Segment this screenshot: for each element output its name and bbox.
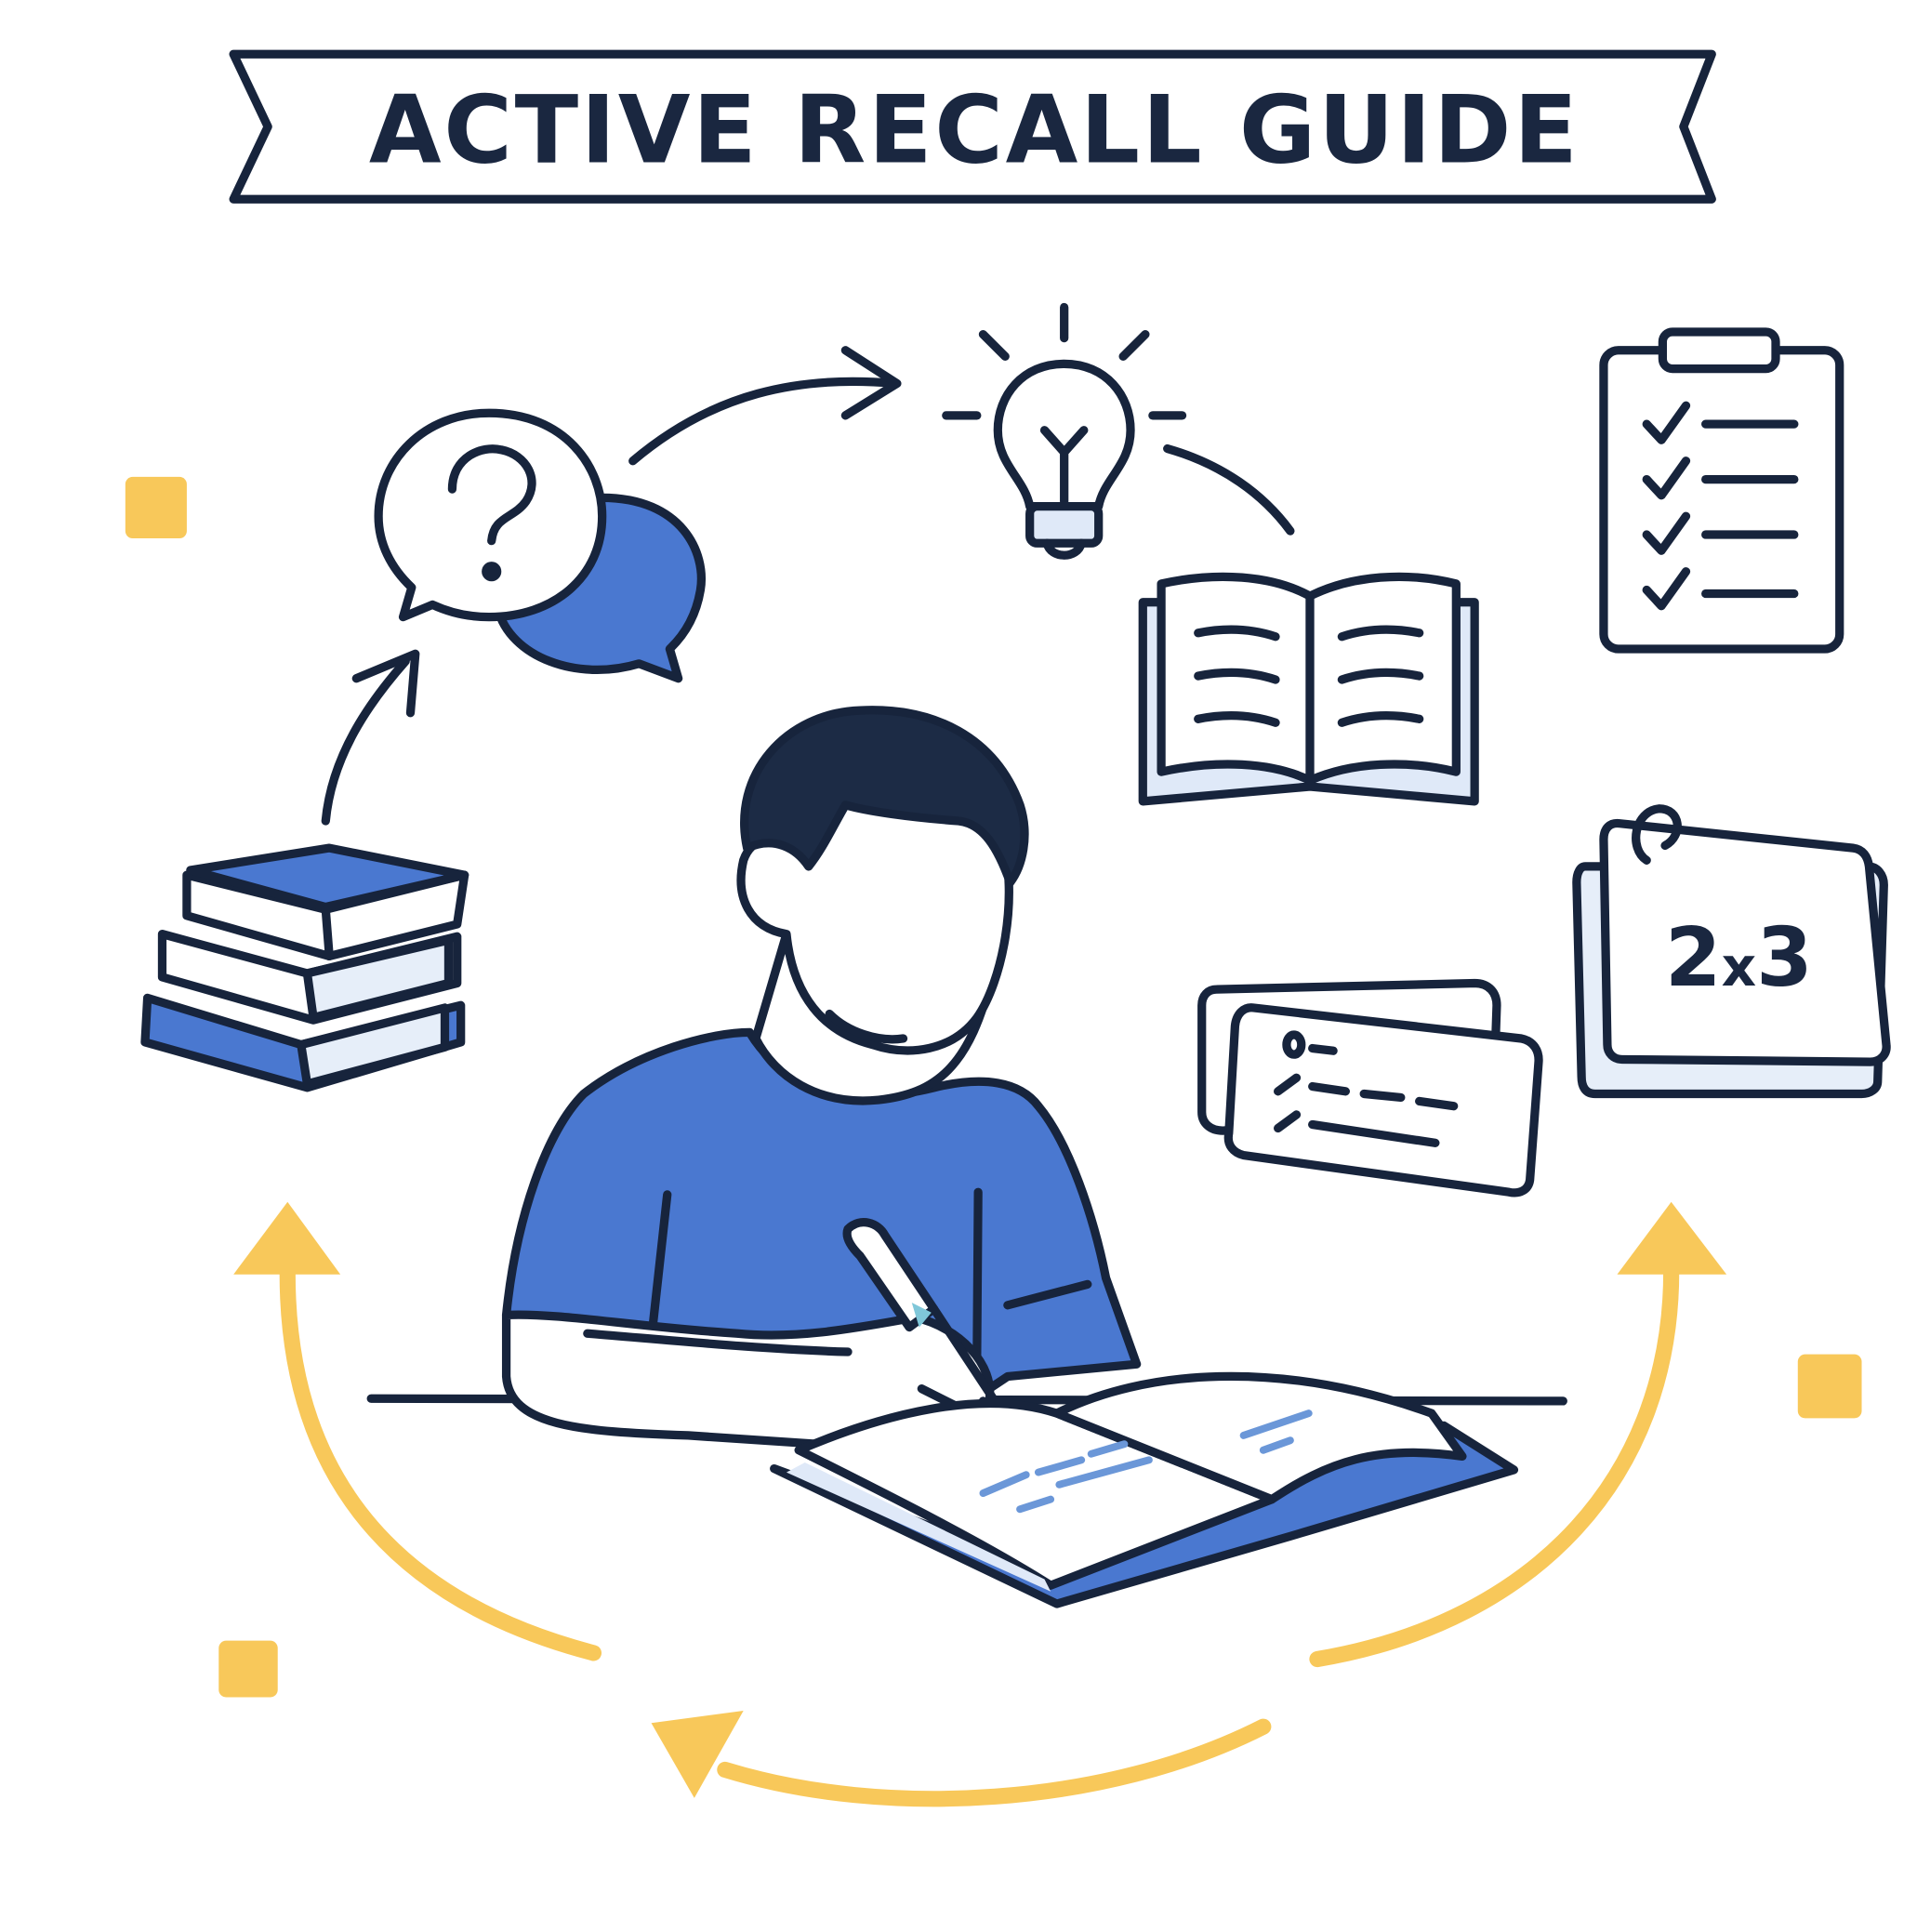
lightbulb-icon — [942, 302, 1187, 560]
question-speech-bubble-icon — [374, 408, 706, 683]
arrow-right-icon — [628, 346, 902, 466]
page-title: ACTIVE RECALL GUIDE — [369, 76, 1580, 185]
decor-square — [125, 476, 187, 539]
decor-square — [1797, 1354, 1862, 1419]
title-banner: ACTIVE RECALL GUIDE — [229, 49, 1716, 204]
decorative-squares — [125, 476, 1862, 1698]
checklist-clipboard-icon — [1599, 327, 1844, 654]
decor-square — [218, 1640, 278, 1698]
open-book-icon — [1138, 572, 1479, 806]
cycle-arrows-icon — [233, 1201, 1727, 1807]
flashcard-math-text: 2x3 — [1665, 910, 1813, 1005]
connector-curve — [1163, 443, 1295, 536]
math-flashcard-icon: 2x3 — [1572, 804, 1891, 1099]
flashcards-icon — [1197, 978, 1543, 1198]
student-figure — [366, 706, 1567, 1608]
book-stack-icon — [140, 843, 469, 1092]
arrow-up-icon — [321, 649, 420, 826]
